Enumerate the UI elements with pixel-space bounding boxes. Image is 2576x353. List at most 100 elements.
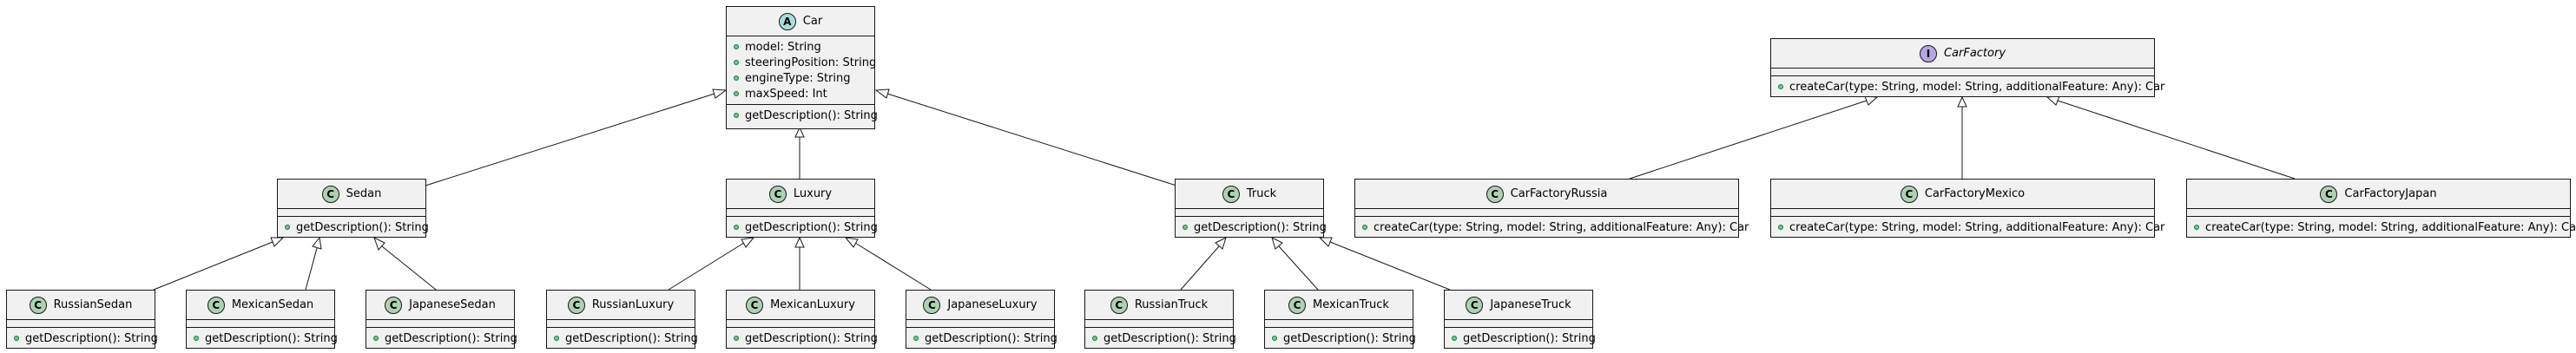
interface-carfactory[interactable]: I CarFactory createCar(type: String, mod… [1770, 38, 2164, 97]
class-name: JapaneseSedan [409, 298, 496, 311]
class-name: MexicanSedan [231, 298, 314, 311]
class-header: C RussianSedan [7, 291, 155, 320]
class-carfactoryrussia[interactable]: C CarFactoryRussia createCar(type: Strin… [1354, 179, 1749, 238]
class-japaneseluxury[interactable]: C JapaneseLuxury getDescription(): String [906, 290, 1057, 349]
public-visibility-icon [2194, 225, 2199, 230]
methods-section: getDescription(): String [727, 328, 878, 349]
method: getDescription(): String [727, 330, 878, 346]
class-icon: C [2320, 185, 2338, 203]
arrow-mexicansedan-to-sedan [305, 236, 322, 291]
public-visibility-icon [1778, 225, 1783, 230]
methods-section: getDescription(): String [1265, 328, 1416, 349]
interface-icon: I [1919, 44, 1937, 62]
method: createCar(type: String, model: String, a… [1355, 219, 1749, 235]
public-visibility-icon [734, 91, 739, 96]
arrow-japanesetruck-to-truck [1318, 237, 1451, 291]
fields-section [1771, 209, 2154, 217]
methods-section: getDescription(): String [906, 328, 1057, 349]
fields-section [7, 320, 155, 328]
methods-section: createCar(type: String, model: String, a… [1355, 217, 1749, 238]
class-header: C MexicanLuxury [727, 291, 874, 320]
class-carfactoryjapan[interactable]: C CarFactoryJapan createCar(type: String… [2186, 179, 2576, 238]
fields-section [2187, 209, 2570, 217]
class-luxury[interactable]: C Luxury getDescription(): String [726, 179, 878, 238]
class-icon: C [1900, 185, 1918, 203]
class-name: RussianLuxury [591, 298, 675, 311]
class-name: CarFactoryJapan [2344, 187, 2437, 200]
field: model: String [727, 39, 874, 55]
fields-section [906, 320, 1054, 328]
class-name: Truck [1246, 187, 1277, 200]
class-name: CarFactory [1943, 47, 2006, 60]
class-name: CarFactoryMexico [1924, 187, 2026, 200]
fields-section [1355, 209, 1738, 217]
class-icon: C [768, 185, 787, 203]
method: getDescription(): String [727, 219, 878, 235]
class-sedan[interactable]: C Sedan getDescription(): String [277, 179, 429, 238]
method: createCar(type: String, model: String, a… [1771, 219, 2164, 235]
public-visibility-icon [1778, 84, 1783, 89]
fields-section [547, 320, 695, 328]
arrow-russiantruck-to-truck [1180, 237, 1227, 291]
class-name: CarFactoryRussia [1510, 187, 1608, 200]
methods-section: getDescription(): String [727, 217, 878, 238]
class-header: C CarFactoryRussia [1355, 180, 1738, 209]
class-name: MexicanLuxury [770, 298, 855, 311]
class-car[interactable]: A Car model: String steeringPosition: St… [726, 6, 878, 129]
public-visibility-icon [1452, 336, 1457, 341]
methods-section: createCar(type: String, model: String, a… [1771, 217, 2164, 238]
class-icon: C [207, 296, 225, 314]
fields-section [1176, 209, 1323, 217]
method: getDescription(): String [547, 330, 698, 346]
method: getDescription(): String [727, 108, 878, 123]
class-truck[interactable]: C Truck getDescription(): String [1175, 179, 1327, 238]
arrow-sedan-to-car [425, 88, 728, 186]
method: getDescription(): String [278, 219, 429, 235]
method: createCar(type: String, model: String, a… [1771, 79, 2164, 95]
class-mexicanluxury[interactable]: C MexicanLuxury getDescription(): String [726, 290, 878, 349]
class-icon: C [923, 296, 941, 314]
class-icon: C [1288, 296, 1307, 314]
class-name: Car [802, 15, 823, 28]
fields-section [727, 209, 874, 217]
class-carfactorymexico[interactable]: C CarFactoryMexico createCar(type: Strin… [1770, 179, 2164, 238]
arrow-japan-to-factory [2046, 95, 2296, 180]
method: getDescription(): String [1445, 330, 1596, 346]
arrow-luxury-to-car [794, 126, 805, 179]
fields-section [727, 320, 874, 328]
class-icon: C [1110, 296, 1128, 314]
class-icon: C [746, 296, 764, 314]
method: getDescription(): String [1176, 219, 1327, 235]
arrow-japanesesedan-to-sedan [373, 236, 437, 291]
class-header: C CarFactoryJapan [2187, 180, 2570, 209]
class-name: Luxury [793, 187, 833, 200]
class-name: JapaneseLuxury [947, 298, 1038, 311]
method: getDescription(): String [1085, 330, 1236, 346]
class-mexicansedan[interactable]: C MexicanSedan getDescription(): String [186, 290, 338, 349]
class-icon: C [29, 296, 47, 314]
fields-section: model: String steeringPosition: String e… [727, 36, 876, 105]
class-header: C JapaneseLuxury [906, 291, 1054, 320]
class-name: RussianSedan [53, 298, 133, 311]
class-icon: C [385, 296, 403, 314]
public-visibility-icon [734, 225, 739, 230]
fields-section [1265, 320, 1413, 328]
field: maxSpeed: Int [727, 86, 874, 101]
arrow-mexicantruck-to-truck [1271, 237, 1319, 291]
method: createCar(type: String, model: String, a… [2187, 219, 2576, 235]
public-visibility-icon [734, 113, 739, 118]
class-icon: C [321, 185, 339, 203]
class-header: C JapaneseSedan [366, 291, 514, 320]
methods-section: getDescription(): String [187, 328, 338, 349]
